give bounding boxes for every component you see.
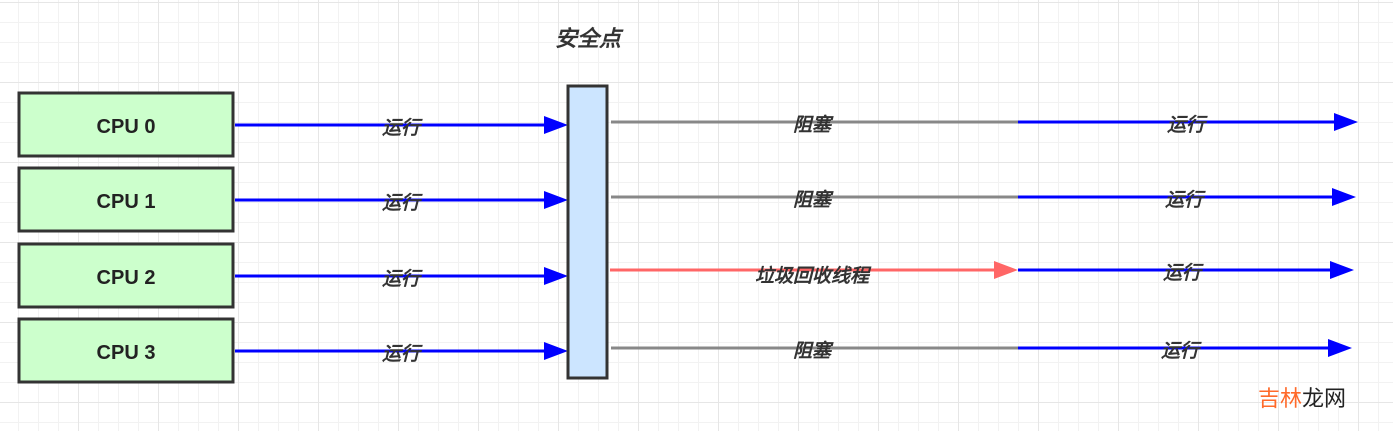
watermark-part1: 吉林	[1258, 387, 1303, 412]
blocked-label: 阻塞	[793, 340, 834, 362]
run-label: 运行	[382, 343, 423, 365]
blocked-label: 阻塞	[793, 114, 834, 136]
resume-label: 运行	[1167, 114, 1208, 136]
run-arrow-arrowhead	[544, 116, 568, 134]
safepoint-bar	[566, 84, 609, 380]
cpu-box	[17, 166, 235, 233]
run-arrow-arrowhead	[544, 267, 568, 285]
gc-thread-label: 垃圾回收线程	[755, 265, 872, 287]
run-label: 运行	[382, 192, 423, 214]
cpu-label: CPU 1	[97, 191, 156, 213]
cpu-label: CPU 3	[97, 342, 156, 364]
run-label: 运行	[382, 268, 423, 290]
cpu-label: CPU 2	[97, 267, 156, 289]
resume-arrow-arrowhead	[1330, 261, 1354, 279]
watermark-part2: 龙网	[1302, 387, 1347, 412]
cpu-box	[17, 91, 235, 158]
blocked-label: 阻塞	[793, 189, 834, 211]
resume-label: 运行	[1163, 262, 1204, 284]
resume-label: 运行	[1161, 340, 1202, 362]
run-arrow-arrowhead	[544, 342, 568, 360]
safepoint-title: 安全点	[555, 26, 624, 52]
watermark: 吉林龙网	[1258, 381, 1346, 413]
cpu-box	[17, 242, 235, 309]
resume-arrow-arrowhead	[1332, 188, 1356, 206]
resume-label: 运行	[1165, 189, 1206, 211]
resume-arrow-arrowhead	[1328, 339, 1352, 357]
run-arrow-arrowhead	[544, 191, 568, 209]
cpu-label: CPU 0	[97, 116, 156, 138]
resume-arrow-arrowhead	[1334, 113, 1358, 131]
run-label: 运行	[382, 117, 423, 139]
gc-arrow-arrowhead	[994, 261, 1018, 279]
cpu-box	[17, 317, 235, 384]
